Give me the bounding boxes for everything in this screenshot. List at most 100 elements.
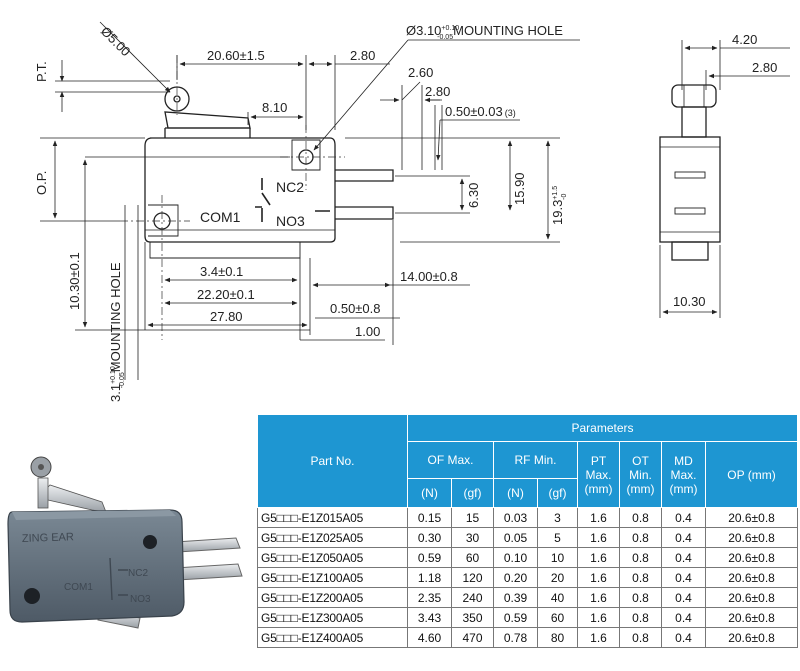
label-1-00: 1.00 (355, 324, 380, 339)
side-base (671, 241, 709, 261)
table-cell-rf-gf: 3 (537, 507, 578, 528)
table-cell-op: 20.6±0.8 (704, 567, 799, 588)
table-cell-rf-n: 0.10 (493, 547, 538, 568)
spec-table: Part No. Parameters OF Max. RF Min. PT M… (257, 414, 799, 648)
label-2-80-right: 2.80 (425, 84, 450, 99)
label-10-30-vertical: 10.30±0.1 (67, 252, 82, 310)
table-cell-pt: 1.6 (577, 507, 620, 528)
terminal-com (149, 242, 301, 259)
table-cell-ot: 0.8 (619, 567, 662, 588)
table-cell-md: 0.4 (661, 607, 706, 628)
photo-terminal-bottom (174, 563, 243, 581)
table-cell-of-gf: 15 (451, 507, 494, 528)
actuator-lever (164, 111, 251, 129)
header-ot: OT Min. (mm) (619, 441, 662, 508)
table-cell-of-n: 0.30 (407, 527, 452, 548)
table-cell-rf-n: 0.59 (493, 607, 538, 628)
table-cell-ot: 0.8 (619, 587, 662, 608)
table-cell-op: 20.6±0.8 (704, 607, 799, 628)
header-pt: PT Max. (mm) (577, 441, 620, 508)
table-cell-part: G5□□□-E1Z100A05 (257, 567, 408, 588)
photo-lever-arm (37, 477, 49, 509)
table-cell-op: 20.6±0.8 (704, 527, 799, 548)
contact-symbol (255, 178, 330, 222)
table-cell-md: 0.4 (661, 567, 706, 588)
table-cell-of-gf: 240 (451, 587, 494, 608)
label-mount-hole-vertical: 3.1+0.10-0.05MOUNTING HOLE (108, 262, 126, 402)
header-of-gf: (gf) (451, 478, 494, 508)
table-cell-rf-gf: 80 (537, 627, 578, 648)
header-md: MD Max. (mm) (661, 441, 706, 508)
table-cell-rf-n: 0.05 (493, 527, 538, 548)
header-parameters: Parameters (406, 414, 799, 442)
table-cell-of-n: 0.59 (407, 547, 452, 568)
table-cell-pt: 1.6 (577, 527, 620, 548)
table-cell-ot: 0.8 (619, 547, 662, 568)
table-cell-part: G5□□□-E1Z200A05 (257, 587, 408, 608)
photo-no: NO3 (130, 594, 151, 605)
table-cell-md: 0.4 (661, 507, 706, 528)
table-cell-part: G5□□□-E1Z050A05 (257, 547, 408, 568)
roller-axle (173, 95, 181, 103)
label-2-80-side: 2.80 (752, 60, 777, 75)
table-cell-rf-n: 0.20 (493, 567, 538, 588)
label-pt: P.T. (34, 61, 49, 82)
center-lines (120, 55, 345, 340)
table-cell-of-n: 2.35 (407, 587, 452, 608)
photo-nc: NC2 (128, 568, 148, 579)
photo-hole-top (143, 535, 157, 549)
switch-side-view (659, 84, 721, 261)
table-cell-op: 20.6±0.8 (704, 627, 799, 648)
dimension-lines (40, 21, 580, 380)
table-cell-pt: 1.6 (577, 547, 620, 568)
label-27-80: 27.80 (210, 309, 243, 324)
table-cell-of-gf: 470 (451, 627, 494, 648)
label-6-30: 6.30 (466, 183, 481, 208)
side-roller (671, 84, 717, 108)
label-mount-hole: Ø3.10+0.10-0.05MOUNTING HOLE (406, 23, 563, 41)
table-cell-pt: 1.6 (577, 627, 620, 648)
table-cell-of-n: 4.60 (407, 627, 452, 648)
label-no: NO3 (276, 213, 305, 229)
label-20-60: 20.60±1.5 (207, 48, 265, 63)
label-3-4: 3.4±0.1 (200, 264, 243, 279)
table-cell-of-gf: 30 (451, 527, 494, 548)
label-0-50-bottom: 0.50±0.8 (330, 301, 381, 316)
label-22-20: 22.20±0.1 (197, 287, 255, 302)
product-photo: ZING EAR NC2 COM1 NO3 (7, 456, 243, 629)
header-of-n: (N) (407, 478, 452, 508)
label-0-50-thickness: 0.50±0.03(3) (445, 104, 516, 119)
table-cell-md: 0.4 (661, 587, 706, 608)
table-cell-ot: 0.8 (619, 627, 662, 648)
photo-hole-bottom (24, 588, 40, 604)
photo-lever (39, 484, 107, 513)
photo-terminal-top (174, 537, 241, 553)
header-rf-n: (N) (493, 478, 538, 508)
header-rf-gf: (gf) (537, 478, 578, 508)
header-op: OP (mm) (704, 441, 799, 508)
table-cell-op: 20.6±0.8 (704, 507, 799, 528)
switch-body-outline (144, 137, 336, 243)
table-cell-md: 0.4 (661, 547, 706, 568)
terminal-no (335, 206, 394, 220)
label-2-80-top: 2.80 (350, 48, 375, 63)
side-terminal-top (674, 171, 706, 179)
side-terminal-bottom (674, 207, 706, 215)
label-dia5: Ø5.00 (98, 24, 134, 60)
table-cell-rf-n: 0.78 (493, 627, 538, 648)
label-14-00: 14.00±0.8 (400, 269, 458, 284)
table-cell-of-gf: 120 (451, 567, 494, 588)
header-part-no: Part No. (257, 414, 408, 508)
table-cell-of-n: 0.15 (407, 507, 452, 528)
front-view-labels: P.T. Ø5.00 20.60±1.5 Ø3.10+0.10-0.05MOUN… (34, 23, 568, 402)
header-rf: RF Min. (493, 441, 578, 479)
table-cell-pt: 1.6 (577, 587, 620, 608)
table-cell-part: G5□□□-E1Z025A05 (257, 527, 408, 548)
table-cell-rf-gf: 5 (537, 527, 578, 548)
